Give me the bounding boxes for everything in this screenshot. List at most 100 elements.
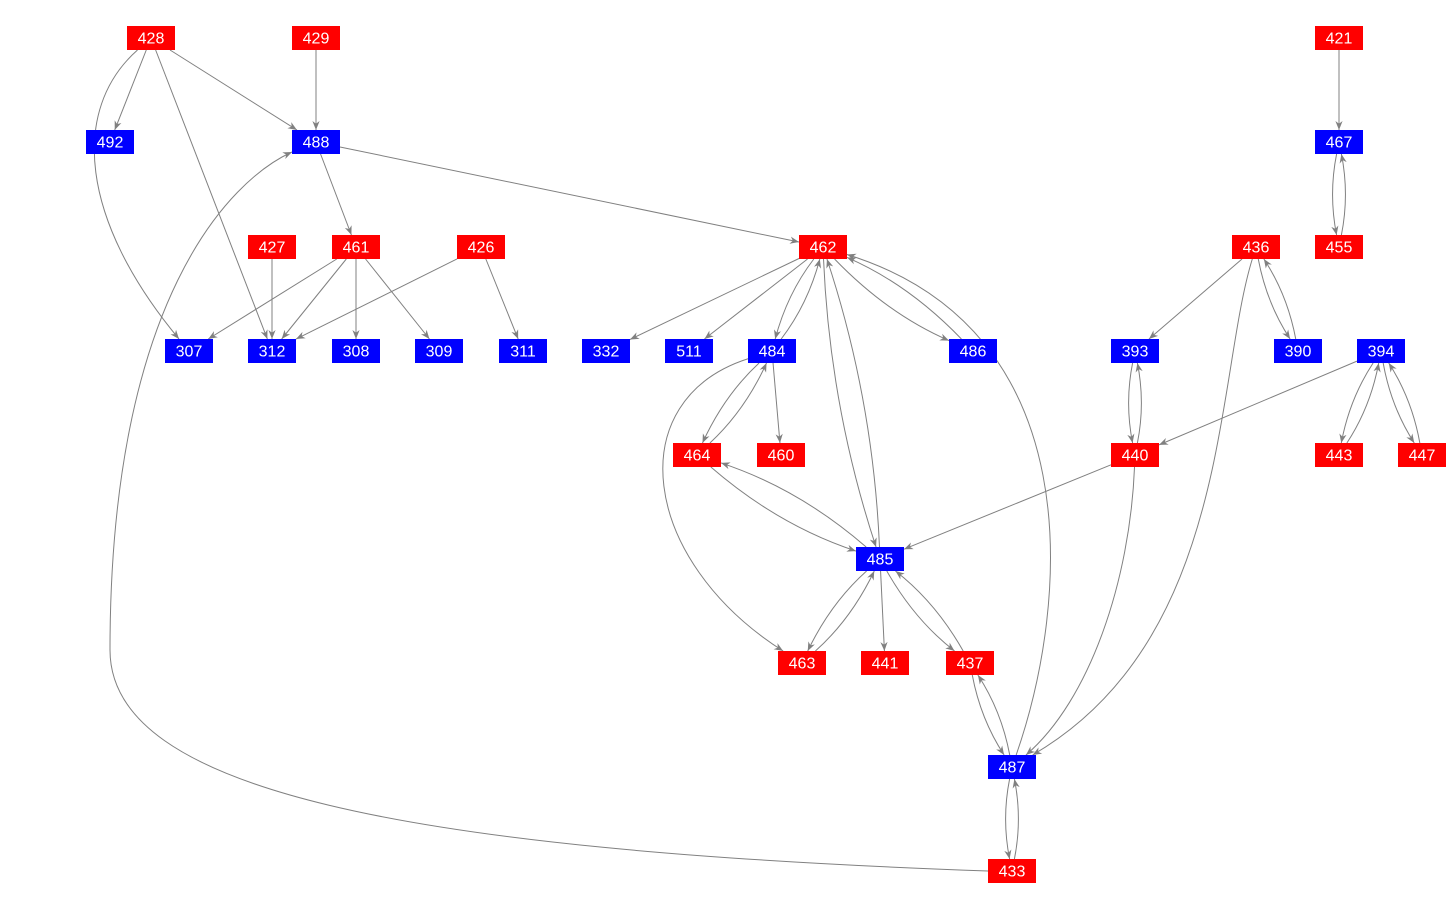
node-box xyxy=(673,443,721,467)
node-309[interactable]: 309 xyxy=(415,339,463,363)
node-433[interactable]: 433 xyxy=(988,859,1036,883)
edge-437-to-485 xyxy=(895,570,964,652)
edge-433-to-488 xyxy=(109,151,989,872)
node-421[interactable]: 421 xyxy=(1315,26,1363,50)
edge-436-to-393 xyxy=(1148,258,1243,340)
node-box xyxy=(127,26,175,50)
node-box xyxy=(415,339,463,363)
node-311[interactable]: 311 xyxy=(499,339,547,363)
node-443[interactable]: 443 xyxy=(1315,443,1363,467)
node-label: 427 xyxy=(259,240,286,257)
node-box xyxy=(1232,235,1280,259)
node-label: 312 xyxy=(259,344,286,361)
node-428[interactable]: 428 xyxy=(127,26,175,50)
edges-layer xyxy=(93,49,1421,872)
node-label: 441 xyxy=(872,656,899,673)
node-label: 460 xyxy=(768,448,795,465)
node-436[interactable]: 436 xyxy=(1232,235,1280,259)
node-label: 487 xyxy=(999,760,1026,777)
node-label: 461 xyxy=(343,240,370,257)
node-label: 485 xyxy=(867,552,894,569)
node-label: 332 xyxy=(593,344,620,361)
edge-428-to-492 xyxy=(114,49,147,131)
node-394[interactable]: 394 xyxy=(1357,339,1405,363)
node-462[interactable]: 462 xyxy=(799,235,847,259)
node-511[interactable]: 511 xyxy=(665,339,713,363)
node-label: 455 xyxy=(1326,240,1353,257)
node-label: 308 xyxy=(343,344,370,361)
edge-440-to-485 xyxy=(903,464,1112,550)
node-box xyxy=(332,235,380,259)
node-308[interactable]: 308 xyxy=(332,339,380,363)
edge-463-to-485 xyxy=(815,570,875,652)
node-label: 307 xyxy=(176,344,203,361)
edge-461-to-312 xyxy=(281,258,347,340)
node-426[interactable]: 426 xyxy=(457,235,505,259)
node-464[interactable]: 464 xyxy=(673,443,721,467)
node-box xyxy=(778,651,826,675)
node-437[interactable]: 437 xyxy=(946,651,994,675)
edge-484-to-462 xyxy=(780,258,822,340)
node-box xyxy=(1274,339,1322,363)
node-box xyxy=(949,339,997,363)
node-label: 309 xyxy=(426,344,453,361)
node-463[interactable]: 463 xyxy=(778,651,826,675)
edge-462-to-511 xyxy=(704,258,808,340)
edge-485-to-463 xyxy=(807,570,867,652)
nodes-layer: 428 429 421 492 488 467 427 461 426 462 436 455 307 3… xyxy=(86,26,1446,883)
node-488[interactable]: 488 xyxy=(292,130,340,154)
node-label: 462 xyxy=(810,240,837,257)
node-390[interactable]: 390 xyxy=(1274,339,1322,363)
edge-394-to-447 xyxy=(1382,362,1415,444)
node-box xyxy=(582,339,630,363)
node-label: 433 xyxy=(999,864,1026,881)
node-484[interactable]: 484 xyxy=(748,339,796,363)
edge-394-to-440 xyxy=(1158,360,1358,446)
edge-485-to-464 xyxy=(720,462,867,548)
node-box xyxy=(332,339,380,363)
node-440[interactable]: 440 xyxy=(1111,443,1159,467)
node-332[interactable]: 332 xyxy=(582,339,630,363)
node-427[interactable]: 427 xyxy=(248,235,296,259)
node-label: 429 xyxy=(303,31,330,48)
edge-428-to-307 xyxy=(93,49,180,340)
edge-426-to-311 xyxy=(485,258,519,340)
node-455[interactable]: 455 xyxy=(1315,235,1363,259)
node-486[interactable]: 486 xyxy=(949,339,997,363)
edge-433-to-487 xyxy=(1012,778,1020,860)
node-393[interactable]: 393 xyxy=(1111,339,1159,363)
node-487[interactable]: 487 xyxy=(988,755,1036,779)
edge-440-to-487 xyxy=(1025,466,1136,756)
node-461[interactable]: 461 xyxy=(332,235,380,259)
edge-484-to-463 xyxy=(662,358,784,652)
node-429[interactable]: 429 xyxy=(292,26,340,50)
node-label: 421 xyxy=(1326,31,1353,48)
edge-485-to-437 xyxy=(886,570,955,652)
node-box xyxy=(1315,235,1363,259)
node-447[interactable]: 447 xyxy=(1398,443,1446,467)
node-485[interactable]: 485 xyxy=(856,547,904,571)
node-460[interactable]: 460 xyxy=(757,443,805,467)
node-307[interactable]: 307 xyxy=(165,339,213,363)
node-label: 488 xyxy=(303,135,330,152)
node-492[interactable]: 492 xyxy=(86,130,134,154)
node-box xyxy=(86,130,134,154)
node-441[interactable]: 441 xyxy=(861,651,909,675)
edge-464-to-485 xyxy=(710,466,857,552)
edge-447-to-394 xyxy=(1388,362,1421,444)
node-box xyxy=(988,755,1036,779)
edge-462-to-485 xyxy=(823,258,877,548)
node-312[interactable]: 312 xyxy=(248,339,296,363)
node-467[interactable]: 467 xyxy=(1315,130,1363,154)
edge-426-to-312 xyxy=(295,258,458,340)
node-label: 436 xyxy=(1243,240,1270,257)
node-box xyxy=(799,235,847,259)
node-box xyxy=(665,339,713,363)
node-box xyxy=(748,339,796,363)
edge-467-to-455 xyxy=(1331,153,1339,236)
node-label: 492 xyxy=(97,135,124,152)
edge-462-to-484 xyxy=(773,258,815,340)
node-box xyxy=(457,235,505,259)
node-label: 437 xyxy=(957,656,984,673)
node-box xyxy=(499,339,547,363)
